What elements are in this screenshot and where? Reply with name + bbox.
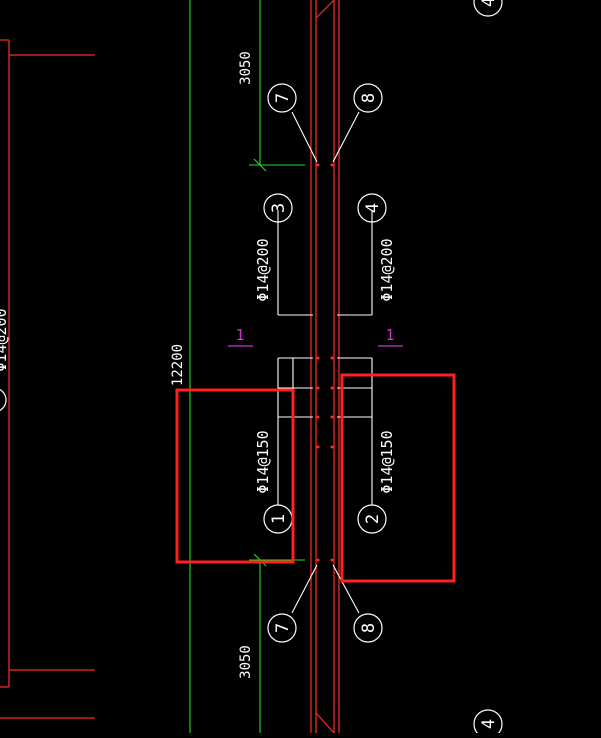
rebar-dots (316, 163, 334, 562)
dimension-top-3050: 3050 (238, 51, 254, 85)
center-wall (310, 0, 340, 734)
section-mark-left: 1 (235, 326, 244, 344)
highlight-boxes (175, 373, 456, 583)
callout-2-label: 2 (363, 514, 383, 524)
far-left-callout (0, 388, 7, 412)
rebar-label-right-lower: Φ14@150 (378, 430, 396, 493)
callout-7-top-label: 7 (273, 93, 293, 103)
section-mark-right: 1 (385, 326, 394, 344)
far-left-rebar-label: Φ14@200 (0, 308, 10, 371)
highlight-box-left (175, 388, 295, 564)
section-marks: 1 1 (228, 326, 403, 347)
rebar-label-left-lower: Φ14@150 (254, 430, 272, 493)
callout-7-top (267, 83, 297, 113)
left-wall-frame (0, 39, 95, 719)
callout-4-corner-bottom-label: 4 (479, 719, 499, 729)
callout-3 (263, 193, 293, 223)
dimension-bottom-3050: 3050 (238, 645, 254, 679)
left-partial-rebar: Φ14@200 (0, 308, 10, 412)
rebar-labels: Φ14@200 Φ14@200 Φ14@150 Φ14@150 (254, 238, 396, 493)
rebar-label-right-upper: Φ14@200 (378, 238, 396, 301)
callout-1-label: 1 (269, 514, 289, 524)
callout-8-bottom (353, 613, 383, 643)
dimension-total-12200: 12200 (170, 344, 186, 386)
dimension-lines (189, 0, 305, 733)
callout-7-bottom-label: 7 (273, 623, 293, 633)
callout-4-corner-top (473, 0, 503, 17)
highlight-box-right (340, 373, 456, 583)
callout-8-bottom-label: 8 (359, 623, 379, 633)
callout-3-label: 3 (269, 203, 289, 213)
callout-numbers: 7 8 3 4 1 2 7 8 4 4 (269, 0, 499, 729)
callouts (263, 0, 503, 738)
callout-8-top-label: 8 (359, 93, 379, 103)
callout-8-top (353, 83, 383, 113)
callout-2 (357, 504, 387, 534)
callout-4 (357, 193, 387, 223)
callout-4-corner-top-label: 4 (479, 0, 499, 7)
rebar-label-left-upper: Φ14@200 (254, 238, 272, 301)
callout-4-label: 4 (363, 203, 383, 213)
callout-4-corner-bottom (473, 709, 503, 738)
callout-7-bottom (267, 613, 297, 643)
